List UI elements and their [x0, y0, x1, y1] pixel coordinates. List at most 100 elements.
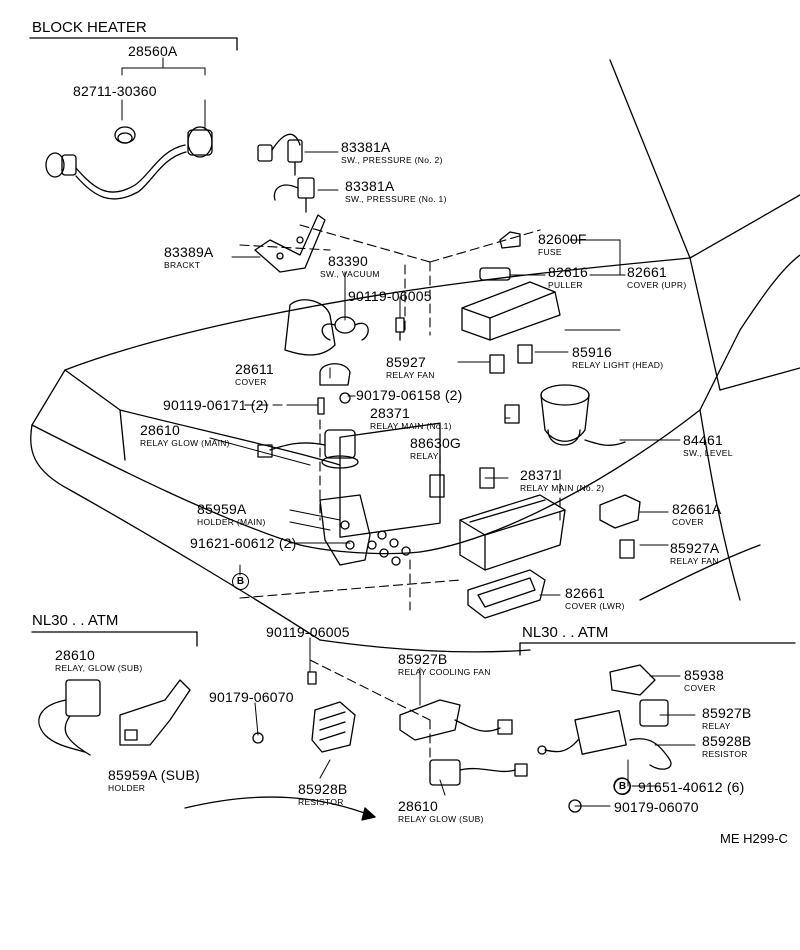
label-83389A: 83389A — [164, 244, 214, 260]
label-28560A: 28560A — [128, 43, 178, 59]
lower-cover-part — [467, 569, 546, 619]
resistor-center-part — [311, 701, 356, 753]
label-85916: 85916 — [572, 344, 612, 360]
desc-85916: RELAY LIGHT (HEAD) — [572, 360, 664, 370]
desc-28611: COVER — [235, 377, 267, 387]
desc-82661A: COVER — [672, 517, 704, 527]
nl30-right-bracket — [519, 642, 796, 656]
reservoir-level-switch-part — [540, 384, 626, 446]
desc-85927: RELAY FAN — [386, 370, 435, 380]
label-83381A-no1: 83381A — [345, 178, 395, 194]
label-82661A: 82661A — [672, 501, 722, 517]
label-82711-30360: 82711-30360 — [73, 83, 157, 99]
desc-82661-upr: COVER (UPR) — [627, 280, 687, 290]
fuse-part — [499, 231, 521, 249]
label-90119-06005-top: 90119-06005 — [348, 288, 432, 304]
desc-28371-no1: RELAY MAIN (No.1) — [370, 421, 452, 431]
desc-28610-sub-left: RELAY, GLOW (SUB) — [55, 663, 143, 673]
direction-arrow — [184, 796, 376, 821]
desc-83389A: BRACKT — [164, 260, 201, 270]
right-relay-group-part — [537, 664, 672, 795]
desc-85927A: RELAY FAN — [670, 556, 719, 566]
block-heater-title: BLOCK HEATER — [32, 19, 147, 36]
label-90179-06070-right: 90179-06070 — [614, 799, 699, 815]
label-83381A-no2: 83381A — [341, 139, 391, 155]
desc-85928B-right: RESISTOR — [702, 749, 748, 759]
label-85959A: 85959A — [197, 501, 247, 517]
desc-85959A-sub: HOLDER — [108, 783, 146, 793]
vehicle-body-outline — [30, 59, 800, 653]
glow-relay-main-part — [257, 429, 359, 469]
glow-relay-sub-left-part — [38, 679, 101, 756]
label-82661-upr: 82661 — [627, 264, 667, 280]
label-82661-lwr: 82661 — [565, 585, 605, 601]
cooling-fan-relay-part — [399, 699, 513, 741]
desc-28610-glow-sub: RELAY GLOW (SUB) — [398, 814, 484, 824]
nl30-atm-right-title: NL30 . . ATM — [522, 624, 609, 641]
holder-sub-part — [119, 679, 191, 746]
block-heater-part — [45, 126, 213, 200]
desc-85927B-relay: RELAY — [702, 721, 731, 731]
label-28610-glow-sub: 28610 — [398, 798, 438, 814]
cover-82661A-part — [599, 494, 641, 529]
drawing-code: ME H299-C — [720, 831, 788, 846]
glow-relay-sub-bottom-part — [429, 759, 528, 786]
desc-28610-main: RELAY GLOW (MAIN) — [140, 438, 230, 448]
desc-83381A-no1: SW., PRESSURE (No. 1) — [345, 194, 447, 204]
desc-85927B-cooling: RELAY COOLING FAN — [398, 667, 491, 677]
label-28610-main: 28610 — [140, 422, 180, 438]
label-28610-sub-left: 28610 — [55, 647, 95, 663]
block-heater-bracket — [29, 37, 238, 51]
desc-82661-lwr: COVER (LWR) — [565, 601, 625, 611]
label-91621-60612: 91621-60612 (2) — [190, 535, 297, 551]
desc-85928B-center: RESISTOR — [298, 797, 344, 807]
label-28371-no2: 28371 — [520, 467, 560, 483]
label-82616: 82616 — [548, 264, 588, 280]
label-83390: 83390 — [328, 253, 368, 269]
bracket-part — [254, 214, 326, 273]
label-85928B-center: 85928B — [298, 781, 348, 797]
relay-block-part — [339, 422, 441, 566]
label-82600F: 82600F — [538, 231, 587, 247]
label-84461: 84461 — [683, 432, 723, 448]
desc-83381A-no2: SW., PRESSURE (No. 2) — [341, 155, 443, 165]
puller-part — [479, 267, 511, 281]
marker-b-right: B — [614, 778, 631, 795]
desc-85938: COVER — [684, 683, 716, 693]
cover-28611-part — [319, 363, 351, 386]
label-85927A: 85927A — [670, 540, 720, 556]
label-85928B-right: 85928B — [702, 733, 752, 749]
marker-b-left: B — [232, 573, 249, 590]
pressure-switch-1-part — [273, 177, 315, 213]
label-90179-06070-left: 90179-06070 — [209, 689, 294, 705]
relay-holder-main-part — [319, 494, 371, 566]
label-85927B-cooling: 85927B — [398, 651, 448, 667]
desc-82600F: FUSE — [538, 247, 562, 257]
desc-84461: SW., LEVEL — [683, 448, 733, 458]
label-28611: 28611 — [235, 361, 274, 377]
nl30-atm-left-title: NL30 . . ATM — [32, 612, 119, 629]
desc-88630G: RELAY — [410, 451, 439, 461]
fuse-box-part — [459, 494, 566, 571]
label-90179-06158: 90179-06158 (2) — [356, 387, 463, 403]
bolt-parts — [252, 317, 582, 813]
label-85959A-sub: 85959A (SUB) — [108, 767, 200, 783]
vacuum-switch-part — [284, 299, 369, 356]
relay-parts — [429, 344, 635, 559]
desc-85959A: HOLDER (MAIN) — [197, 517, 266, 527]
desc-83390: SW., VACUUM — [320, 269, 380, 279]
label-28371-no1: 28371 — [370, 405, 410, 421]
label-88630G: 88630G — [410, 435, 462, 451]
label-91651-40612: 91651-40612 (6) — [638, 779, 745, 795]
label-85938: 85938 — [684, 667, 724, 683]
desc-28371-no2: RELAY MAIN (No. 2) — [520, 483, 605, 493]
label-85927: 85927 — [386, 354, 426, 370]
label-85927B-relay: 85927B — [702, 705, 752, 721]
label-90119-06005-bottom: 90119-06005 — [266, 624, 350, 640]
desc-82616: PULLER — [548, 280, 583, 290]
leader-lines — [121, 57, 696, 807]
upper-cover-part — [461, 281, 561, 341]
nl30-left-bracket — [31, 631, 198, 647]
pressure-switch-2-part — [257, 133, 303, 176]
